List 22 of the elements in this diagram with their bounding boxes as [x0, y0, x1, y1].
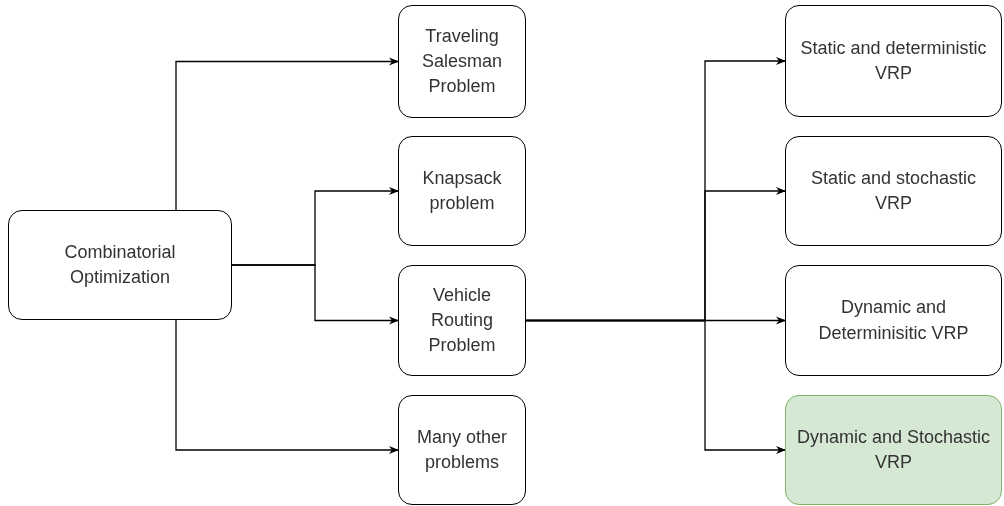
box-label: Dynamic and Determinisitic VRP	[817, 296, 970, 345]
box-label: Knapsack problem	[421, 166, 503, 215]
arrow	[175, 57, 399, 211]
box-label: Traveling Salesman Problem	[420, 24, 503, 99]
process-box	[8, 210, 232, 320]
box-label: Combinatorial Optimization	[63, 240, 177, 289]
box-label: Many other problems	[415, 425, 508, 474]
box-label: Static and deterministic VRP	[799, 36, 988, 85]
process-box	[785, 395, 1002, 505]
box-label: Vehicle Routing Problem	[427, 283, 497, 358]
box-label: Dynamic and Stochastic VRP	[795, 425, 992, 474]
process-box	[785, 5, 1002, 117]
arrow	[231, 264, 399, 325]
process-box	[398, 136, 526, 246]
process-box	[785, 136, 1002, 246]
arrow	[525, 319, 786, 454]
process-box	[398, 395, 526, 505]
arrow	[175, 319, 399, 454]
process-box	[398, 5, 526, 118]
box-label: Static and stochastic VRP	[809, 166, 978, 215]
process-box	[785, 265, 1002, 376]
process-box	[398, 265, 526, 376]
